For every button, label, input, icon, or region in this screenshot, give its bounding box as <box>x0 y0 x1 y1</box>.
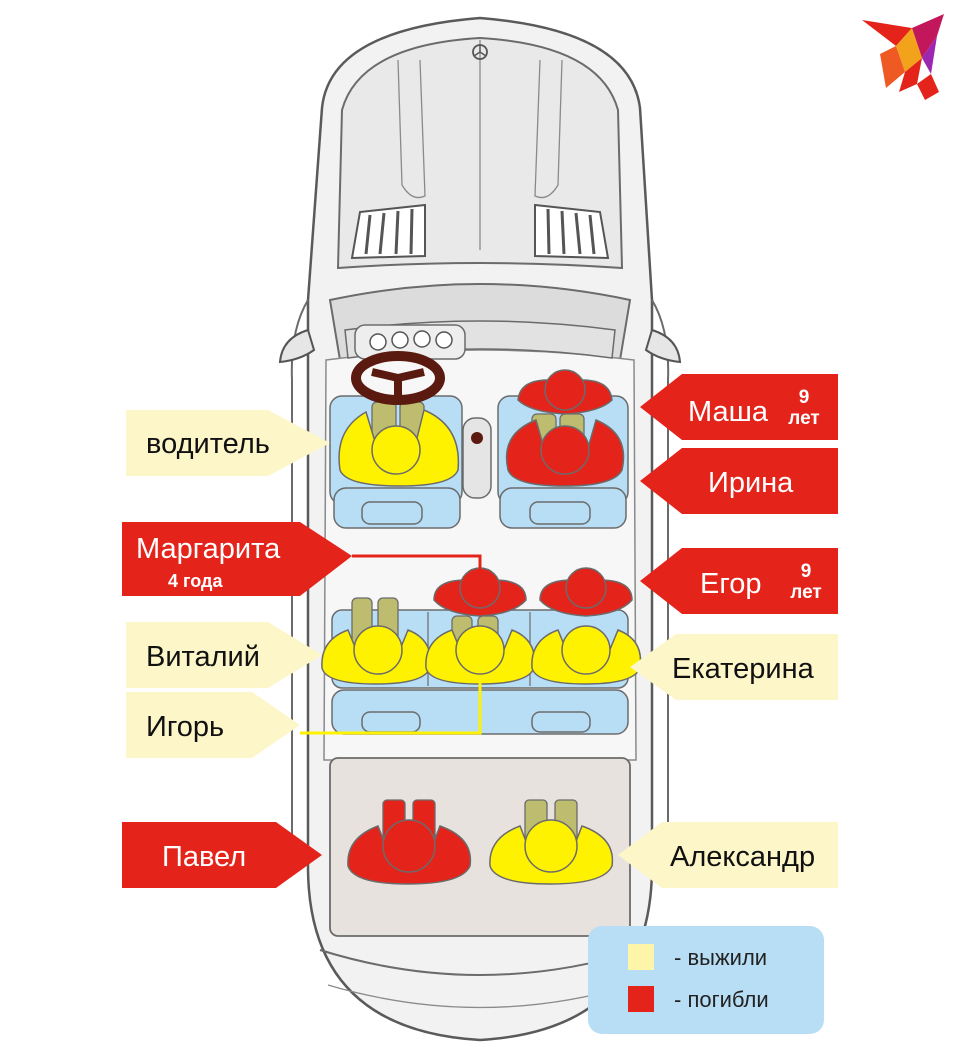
margarita-figure <box>433 567 527 617</box>
legend-died-text: - погибли <box>674 987 769 1012</box>
label-egor: Егор 9 лет <box>640 548 838 614</box>
label-pavel-text: Павел <box>162 841 246 873</box>
label-egor-text: Егор <box>700 568 762 600</box>
label-margarita: Маргарита 4 года <box>122 522 352 596</box>
irina-figure <box>505 413 625 487</box>
egor-figure <box>539 567 633 617</box>
label-igor: Игорь <box>126 692 300 758</box>
igor-figure <box>425 615 536 685</box>
label-masha-text: Маша <box>688 396 769 428</box>
label-masha: Маша 9 лет <box>640 374 838 440</box>
label-igor-text: Игорь <box>146 711 224 743</box>
label-margarita-text: Маргарита <box>136 533 281 565</box>
bird-logo-icon <box>862 14 944 100</box>
label-driver: водитель <box>126 410 330 476</box>
label-ekaterina-text: Екатерина <box>672 653 815 685</box>
label-masha-age-unit: лет <box>788 408 819 429</box>
driver-figure <box>338 408 460 487</box>
legend-survived-swatch <box>628 944 654 970</box>
pavel-figure <box>347 799 472 885</box>
legend-survived-text: - выжили <box>674 945 767 970</box>
label-irina-text: Ирина <box>708 467 794 499</box>
legend: - выжили - погибли <box>588 926 824 1034</box>
legend-died-swatch <box>628 986 654 1012</box>
label-alexandr: Александр <box>618 822 838 888</box>
label-ekaterina: Екатерина <box>630 634 838 700</box>
label-alexandr-text: Александр <box>670 841 815 873</box>
connector-lines <box>300 554 482 735</box>
label-vitaliy-text: Виталий <box>146 641 260 673</box>
alexandr-figure <box>489 799 614 885</box>
masha-figure <box>517 369 613 415</box>
label-egor-age-num: 9 <box>801 561 812 582</box>
car-outline <box>278 16 682 1042</box>
label-driver-text: водитель <box>146 428 270 460</box>
ekaterina-figure <box>531 625 642 685</box>
label-vitaliy: Виталий <box>126 622 322 688</box>
label-pavel: Павел <box>122 822 322 888</box>
steering-wheel-icon <box>351 351 445 405</box>
label-masha-age-num: 9 <box>799 387 810 408</box>
label-egor-age-unit: лет <box>790 582 821 603</box>
label-margarita-age: 4 года <box>168 571 223 591</box>
vitaliy-figure <box>321 625 432 685</box>
label-irina: Ирина <box>640 448 838 514</box>
